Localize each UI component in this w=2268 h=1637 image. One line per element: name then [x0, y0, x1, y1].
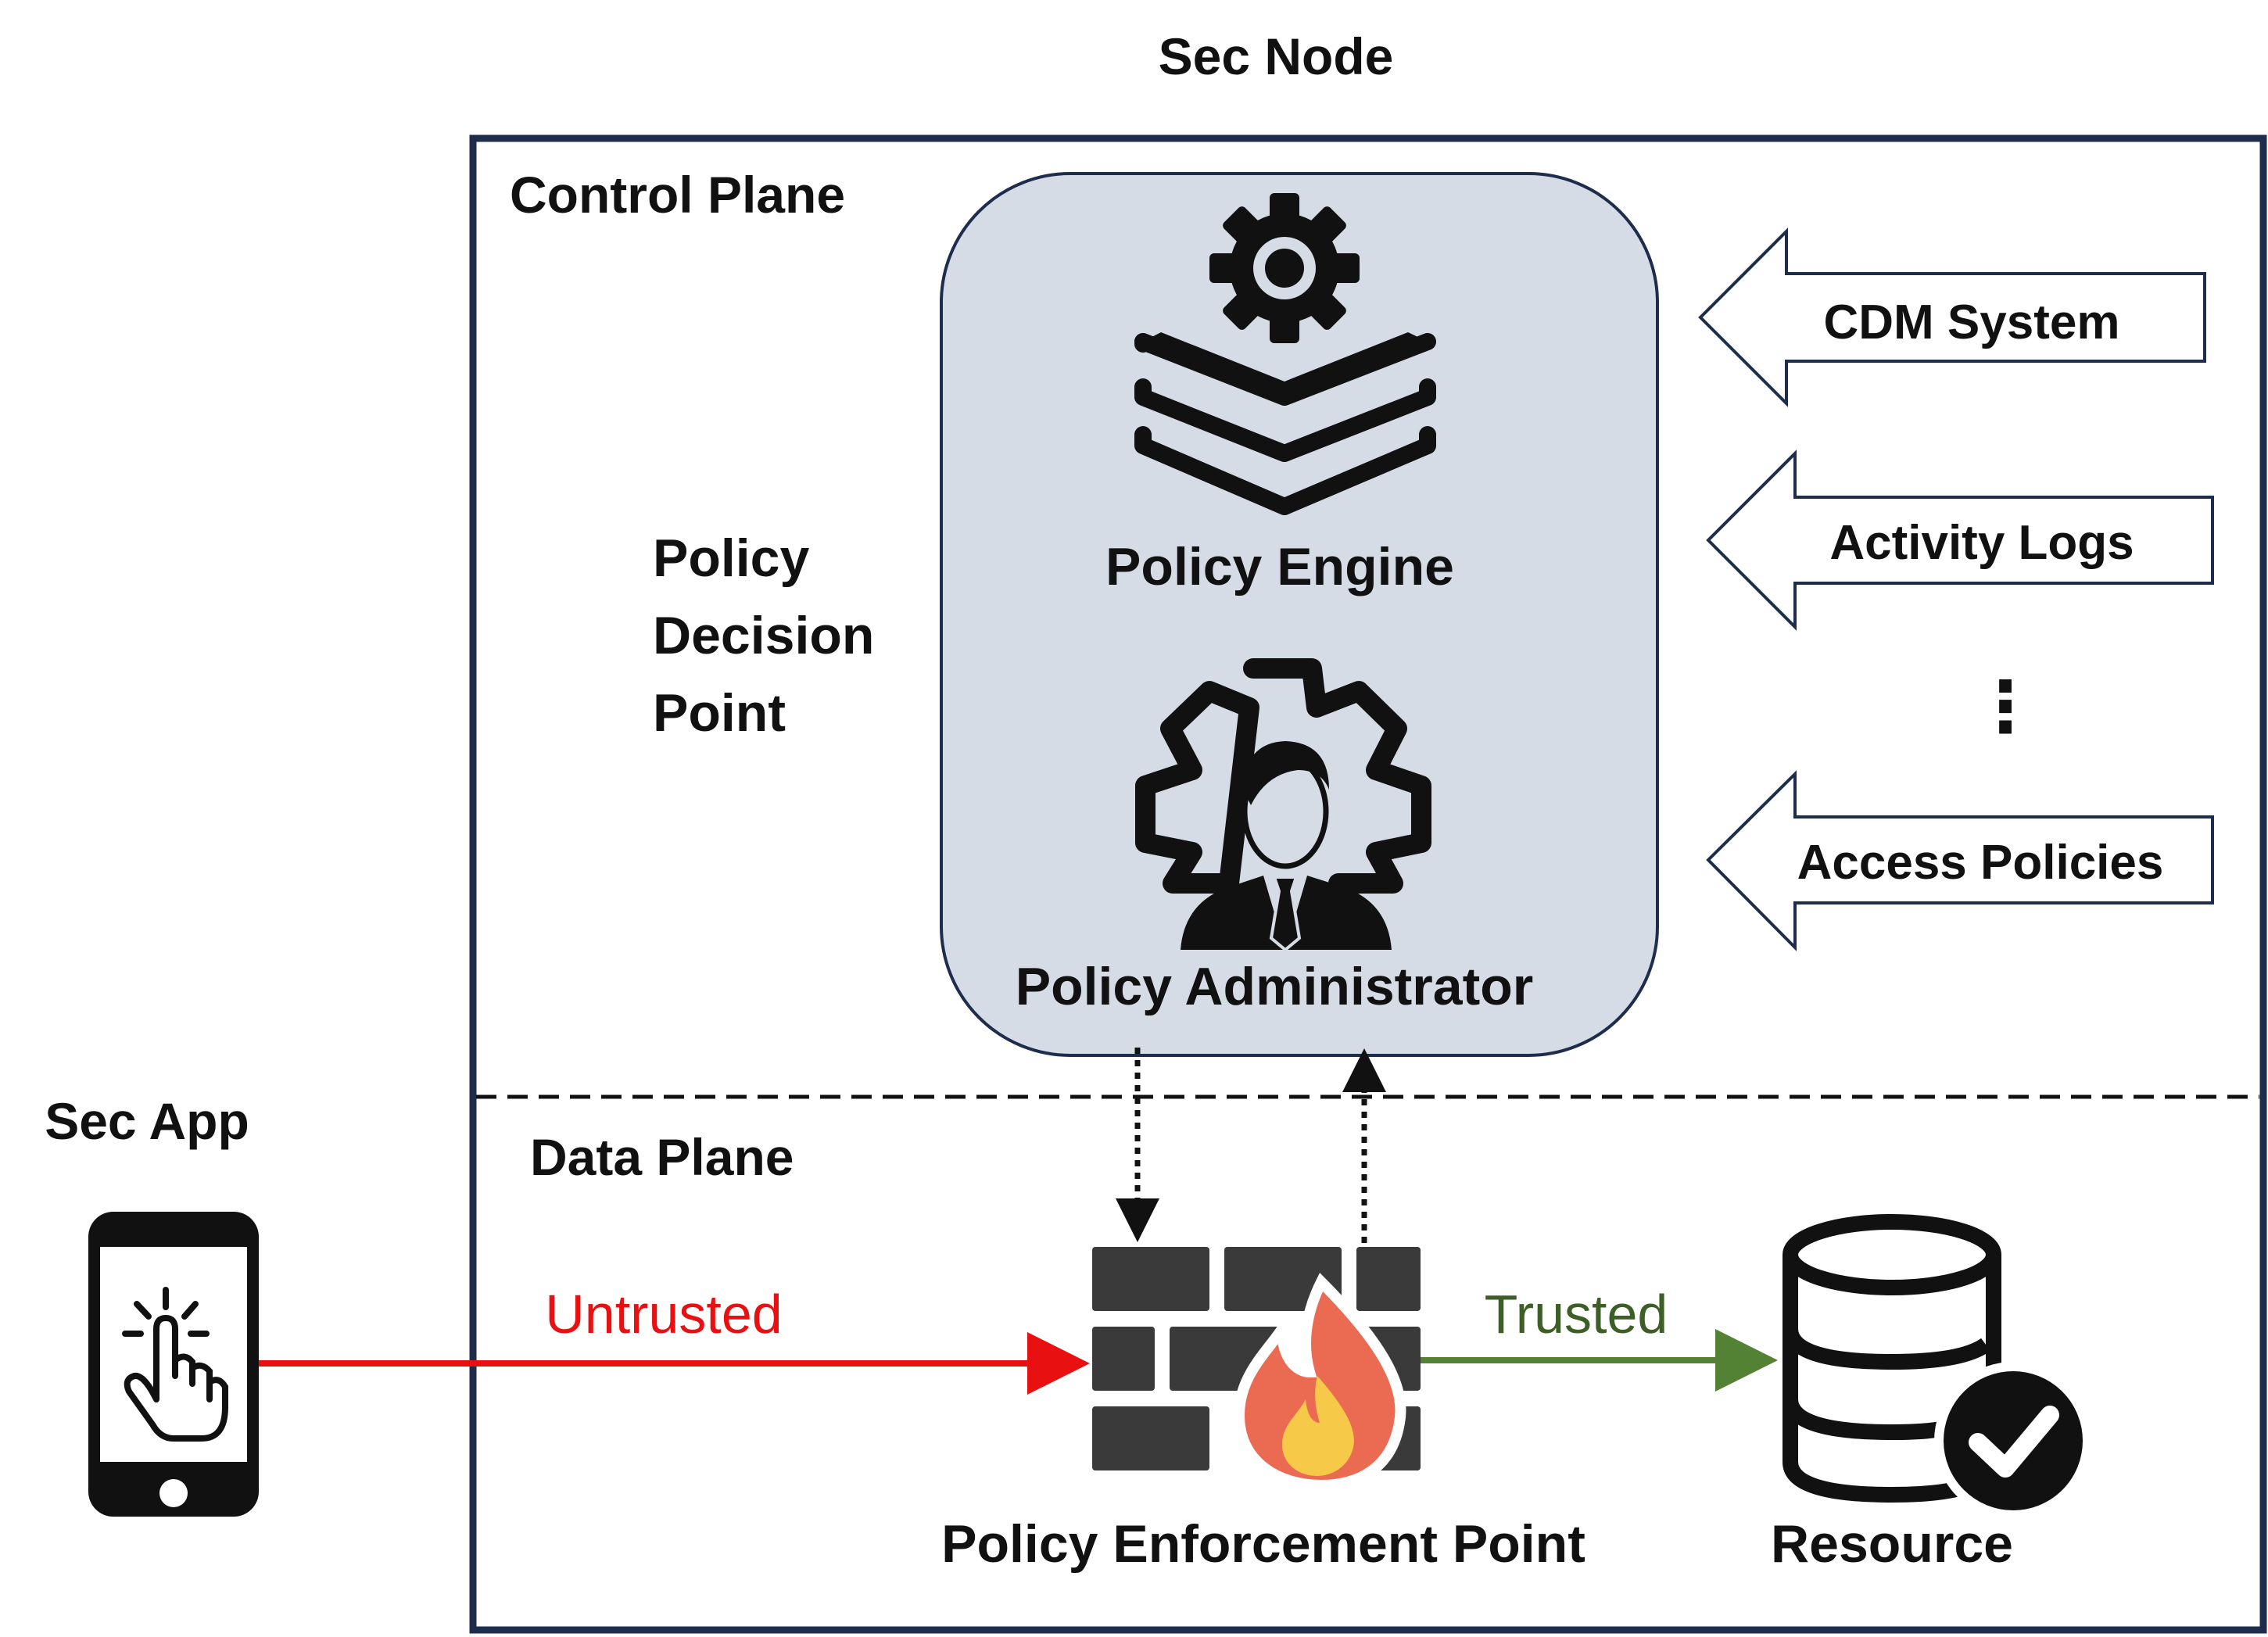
input-arrow-access-policies: Access Policies	[1706, 770, 2214, 951]
check-badge-icon	[1934, 1362, 2092, 1520]
control-plane-label: Control Plane	[510, 166, 845, 224]
input-arrow-cdm: CDM System	[1698, 227, 2206, 407]
policy-engine-label: Policy Engine	[1105, 537, 1454, 596]
untrusted-label: Untrusted	[545, 1284, 782, 1345]
pdp-label-line: Point	[653, 683, 786, 743]
resource-label: Resource	[1771, 1514, 2013, 1574]
data-plane-label: Data Plane	[530, 1128, 794, 1186]
pdp-label: Policy Decision Point	[653, 528, 874, 743]
input-label: Access Policies	[1797, 836, 2164, 890]
admin-gear-icon	[1135, 658, 1431, 952]
pep-label: Policy Enforcement Point	[941, 1514, 1585, 1574]
sec-app-label: Sec App	[45, 1092, 249, 1150]
input-arrow-activity-logs: Activity Logs	[1706, 450, 2214, 631]
policy-administrator-label: Policy Administrator	[1016, 957, 1534, 1016]
diagram-title: Sec Node	[1159, 27, 1394, 85]
input-label: CDM System	[1824, 296, 2120, 349]
pdp-label-line: Decision	[653, 606, 874, 665]
gear-layers-icon	[1134, 193, 1436, 515]
pdp-box	[940, 172, 1659, 1057]
input-label: Activity Logs	[1829, 516, 2134, 570]
sec-node-frame	[469, 134, 2267, 1634]
firewall-icon	[1092, 1247, 1421, 1492]
trusted-label: Trusted	[1485, 1284, 1668, 1345]
smartphone-tap-icon	[88, 1212, 259, 1517]
pdp-label-line: Policy	[653, 528, 809, 588]
inputs-ellipsis: ⋮	[1970, 668, 2040, 747]
